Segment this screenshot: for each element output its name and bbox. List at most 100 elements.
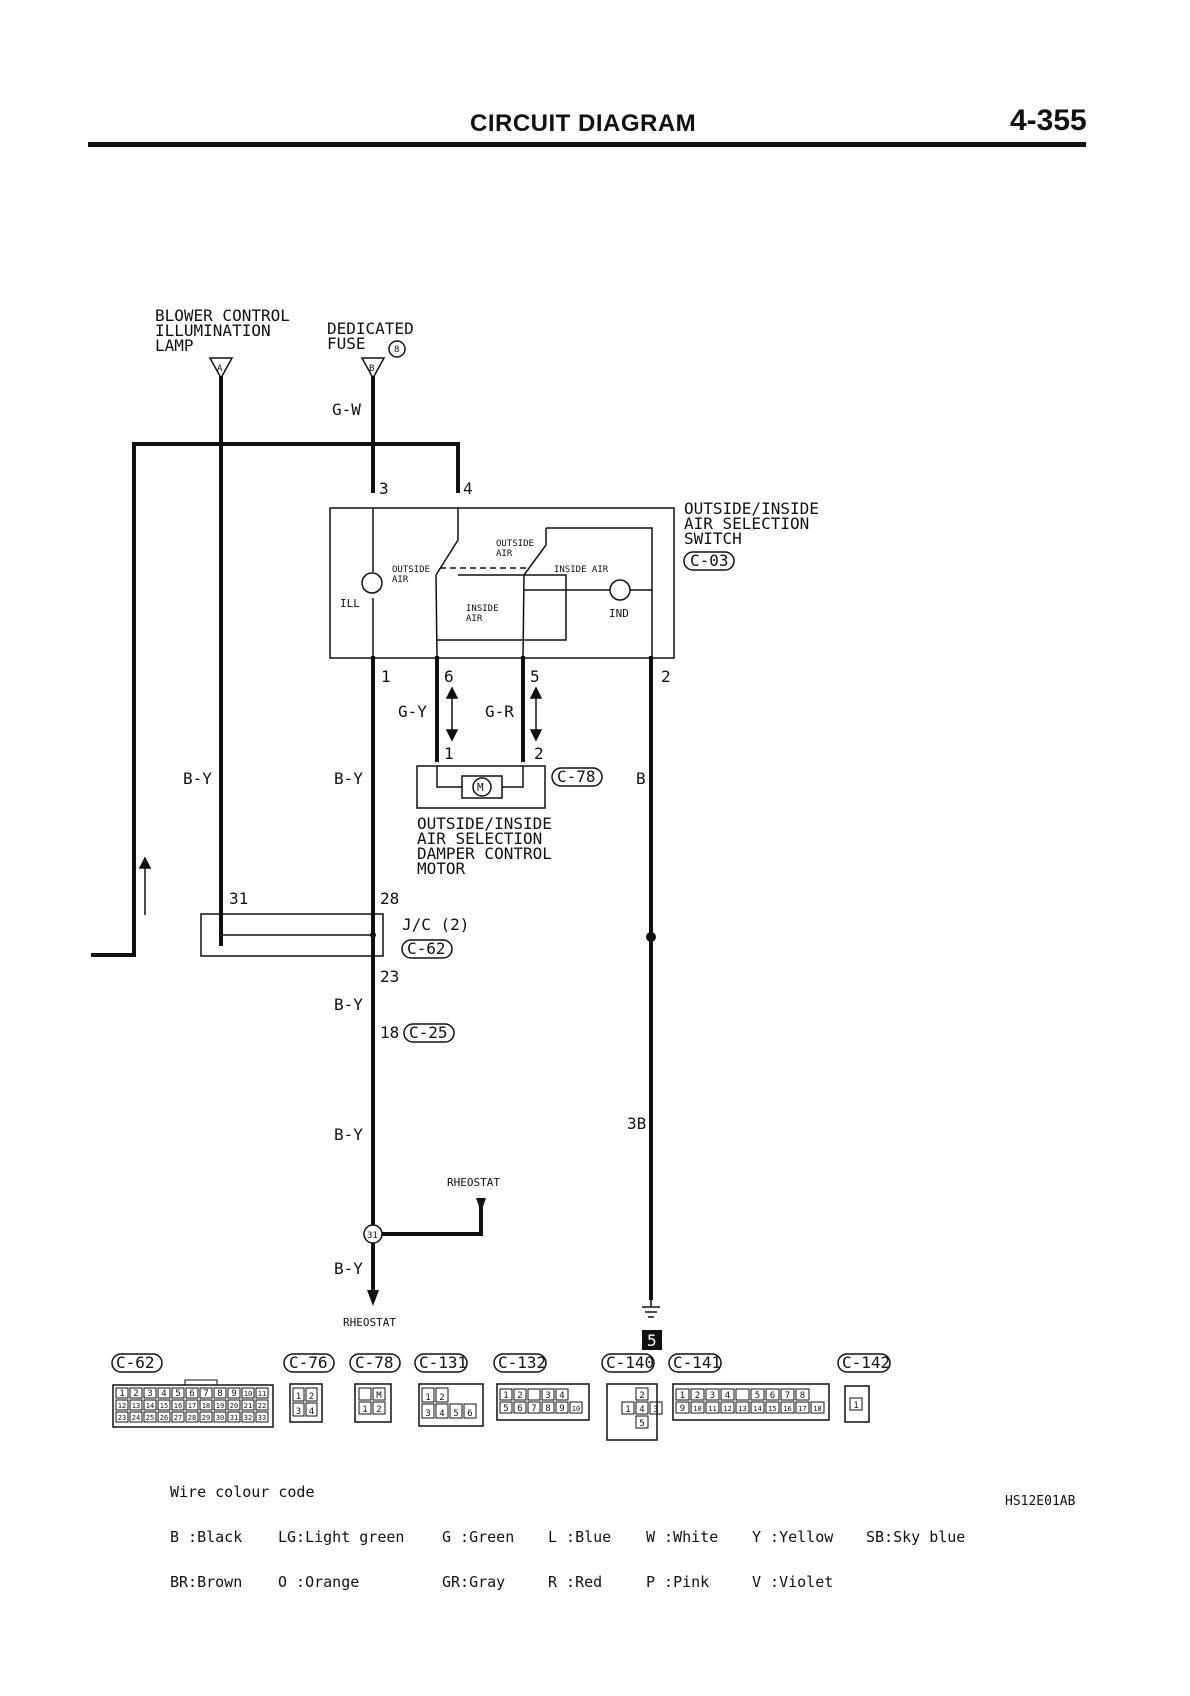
- c140-pin-label: 2: [639, 1391, 644, 1401]
- motor-box: [416, 765, 546, 809]
- c62-pin-cell: [241, 1411, 255, 1423]
- c62-pin-label: 22: [258, 1402, 266, 1410]
- motor-name-4: MOTOR: [417, 859, 466, 878]
- switch-name-1: OUTSIDE/INSIDE: [684, 499, 819, 518]
- switch-outside-air-left-1: OUTSIDE: [392, 565, 430, 575]
- c141-pin-cell: [780, 1388, 795, 1401]
- c131-pin-label: 6: [467, 1409, 472, 1419]
- view-c78-label: C-78: [355, 1353, 394, 1372]
- view-c140-body: [606, 1383, 658, 1441]
- motor-name-3: DAMPER CONTROL: [417, 844, 552, 863]
- c62-pin-label: 14: [146, 1402, 154, 1410]
- c141-pin-label: 2: [695, 1391, 700, 1401]
- legend-v: V :Violet: [752, 1573, 834, 1591]
- c132-pin-label: 1: [503, 1391, 508, 1401]
- c62-pin-label: 6: [189, 1389, 194, 1399]
- switch-pin-6: 6: [444, 667, 454, 686]
- view-c62-badge: [111, 1353, 163, 1373]
- view-c76-label: C-76: [289, 1353, 328, 1372]
- switch-contact-left: [435, 508, 459, 576]
- view-c131-label: C-131: [419, 1353, 467, 1372]
- c140-pin-label: 5: [639, 1419, 644, 1429]
- junction-internal: [220, 914, 373, 936]
- view-c142-label: C-142: [842, 1353, 890, 1372]
- fuse-number: 8: [394, 345, 399, 355]
- junction-pin-31: 31: [229, 889, 248, 908]
- view-c78-badge: [349, 1353, 401, 1373]
- c141-pin-cell: [675, 1388, 690, 1401]
- c141-pin-cell: [720, 1401, 735, 1414]
- c62-pin-label: 20: [230, 1402, 238, 1410]
- c131-pin-label: 1: [425, 1393, 430, 1403]
- c62-pin-cell: [171, 1411, 185, 1423]
- gr-arrow-down-icon: [529, 729, 543, 742]
- c141-pin-label: 11: [708, 1405, 716, 1413]
- c62-pin-cell: [213, 1399, 227, 1411]
- c132-pin-cell: [527, 1401, 541, 1414]
- motor-internal-wire: [436, 766, 524, 788]
- view-c78-body: [354, 1383, 392, 1423]
- c62-pin-label: 31: [230, 1414, 238, 1422]
- c76-pin-cell: [292, 1387, 305, 1402]
- wire-label-by-main-2: B-Y: [334, 995, 363, 1014]
- c62-pin-cell: [115, 1387, 129, 1399]
- c132-pin-cell: [541, 1401, 555, 1414]
- c141-pin-label: 1: [680, 1391, 685, 1401]
- blower-lamp-label-1: BLOWER CONTROL: [155, 306, 290, 325]
- c131-pin-cell: [421, 1387, 435, 1403]
- c76-pin-cell: [305, 1402, 318, 1417]
- wire-label-3b: 3B: [627, 1114, 646, 1133]
- c132-pin-label: 3: [545, 1391, 550, 1401]
- ground-splice-dot-icon: [646, 932, 656, 942]
- fuse-label-2: FUSE: [327, 334, 366, 353]
- c62-pin-label: 21: [244, 1402, 252, 1410]
- view-c141-label: C-141: [673, 1353, 721, 1372]
- switch-contact-right: [522, 528, 547, 659]
- switch-right-bus: [546, 527, 653, 658]
- motor-connector: C-78: [557, 767, 596, 786]
- c132-pin-label: 7: [531, 1404, 536, 1414]
- switch-ind-label: IND: [609, 607, 629, 620]
- c62-pin-label: 1: [119, 1389, 124, 1399]
- c142-pin-cell: [849, 1397, 863, 1411]
- c132-pin-cell: [527, 1388, 541, 1401]
- gy-arrow-up-icon: [445, 686, 459, 699]
- c132-pin-cell: [555, 1401, 569, 1414]
- switch-box: [329, 507, 675, 659]
- c132-pin-cell: [569, 1401, 583, 1414]
- c141-pin-cell: [735, 1388, 750, 1401]
- ground-number: 5: [647, 1331, 657, 1350]
- switch-name-2: AIR SELECTION: [684, 514, 809, 533]
- c62-pin-label: 4: [161, 1389, 166, 1399]
- c62-pin-cell: [227, 1387, 241, 1399]
- c62-pin-label: 24: [132, 1414, 140, 1422]
- switch-pin-4: 4: [463, 479, 473, 498]
- switch-outside-air-top-1: OUTSIDE: [496, 539, 534, 549]
- c62-pin-label: 12: [118, 1402, 126, 1410]
- c131-pin-label: 5: [453, 1409, 458, 1419]
- c62-pin-cell: [143, 1411, 157, 1423]
- c141-pin-label: 4: [725, 1391, 730, 1401]
- legend-p: P :Pink: [646, 1573, 710, 1591]
- c78-pin-label: M: [376, 1391, 382, 1401]
- c62-pin-cell: [115, 1399, 129, 1411]
- motor-pin-2: 2: [534, 744, 544, 763]
- c62-pin-cell: [171, 1399, 185, 1411]
- switch-loop: [437, 574, 567, 641]
- c62-pin-label: 15: [160, 1402, 168, 1410]
- left-arrow-head-icon: [138, 856, 152, 869]
- c140-pin-label: 1: [625, 1405, 630, 1415]
- c62-pin-cell: [129, 1411, 143, 1423]
- c141-pin-cell: [690, 1388, 705, 1401]
- c141-pin-label: 5: [755, 1391, 760, 1401]
- c141-pin-cell: [765, 1388, 780, 1401]
- junction-name: J/C (2): [402, 915, 469, 934]
- legend-b: B :Black: [170, 1528, 243, 1546]
- c76-pin-label: 4: [309, 1407, 314, 1417]
- switch-outside-air-left-2: AIR: [392, 575, 409, 585]
- left-return-wire: [91, 442, 460, 957]
- c141-pin-label: 14: [753, 1405, 761, 1413]
- view-c141-body: [672, 1383, 830, 1421]
- c62-pin-cell: [213, 1411, 227, 1423]
